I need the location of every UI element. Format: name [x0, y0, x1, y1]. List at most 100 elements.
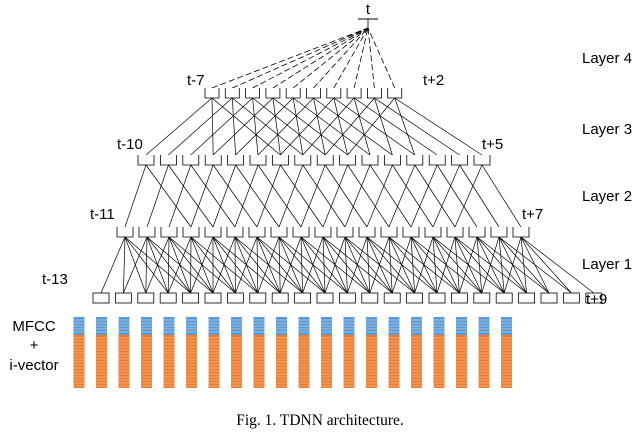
layer1-connection	[520, 236, 572, 294]
feature-vector	[276, 317, 287, 388]
layer2-node	[182, 155, 200, 166]
layer1-node	[512, 227, 530, 238]
layer1-node	[292, 227, 310, 238]
figure-caption: Fig. 1. TDNN architecture.	[236, 412, 404, 429]
layer2-connection	[168, 164, 192, 228]
layer1-node	[424, 227, 442, 238]
input-node	[92, 292, 110, 304]
feature-vector	[73, 317, 85, 388]
layer1-node	[182, 227, 200, 238]
layer1-connection	[388, 236, 393, 294]
layer2-connection	[256, 164, 281, 228]
layer1-node	[358, 227, 376, 238]
layer2-connection	[234, 164, 259, 228]
output-connection	[333, 27, 369, 89]
layer1-connection	[100, 236, 126, 294]
layer1-connection	[520, 236, 550, 294]
layer1-connection	[391, 236, 412, 294]
feature-vector	[433, 317, 445, 388]
layer1-connection	[498, 236, 505, 294]
layer2-connection	[190, 164, 236, 228]
layer3-right-label: t+2	[423, 72, 444, 89]
layer2-connection	[257, 164, 302, 228]
layer1-connection	[324, 236, 346, 294]
layer4-name: Layer 4	[582, 50, 632, 67]
layer1-connection	[302, 236, 324, 294]
layer3-connection	[313, 97, 326, 156]
feature-vector	[231, 317, 242, 388]
layer3-connection	[313, 97, 393, 156]
input-node	[383, 292, 401, 304]
layer2-connection	[414, 164, 456, 228]
layer2-node	[316, 155, 334, 166]
layer2-connection	[190, 164, 214, 228]
layer1-connection	[520, 236, 595, 294]
layer3-connection	[231, 97, 236, 156]
layer1-connection	[432, 236, 438, 294]
mfcc-block	[456, 335, 467, 388]
mfcc-block	[231, 335, 242, 388]
layer2-connection	[212, 164, 258, 228]
layer1-connection	[123, 236, 126, 294]
layer1-connection	[322, 236, 326, 294]
layer2-node	[137, 155, 155, 166]
layer3-connection	[252, 97, 326, 156]
layer2-connection	[145, 164, 192, 228]
nodes	[92, 88, 603, 304]
layer2-node	[339, 155, 356, 166]
input-node	[316, 292, 334, 304]
layer3-connection	[374, 97, 393, 156]
mfcc-block	[186, 335, 197, 388]
feature-vectors	[73, 317, 512, 388]
layer3-connection	[272, 97, 348, 156]
feature-vector	[298, 317, 310, 388]
layer3-node	[204, 88, 220, 99]
layer1-connection	[123, 236, 148, 294]
layer3-node	[285, 88, 301, 99]
layer3-connection	[302, 97, 355, 156]
layer2-connection	[300, 164, 326, 228]
feature-vector	[163, 317, 175, 388]
layer2-connection	[235, 164, 280, 228]
input-node	[294, 292, 312, 304]
feature-vector	[478, 317, 490, 388]
layer3-connection	[292, 97, 371, 156]
layer1-node	[160, 227, 178, 238]
layer1-connection	[212, 236, 236, 294]
layer1-node	[138, 227, 156, 238]
layer1-node	[490, 227, 508, 238]
layer3-connection	[394, 97, 416, 156]
layer3-connection	[232, 97, 304, 156]
feature-vector	[411, 317, 422, 388]
connections	[100, 19, 595, 294]
input-node	[204, 292, 222, 304]
layer1-node	[204, 227, 222, 238]
layer2-connection	[347, 164, 390, 228]
input-node	[495, 292, 513, 304]
layer1-connection	[167, 236, 192, 294]
output-connection	[353, 27, 369, 89]
input-node	[406, 292, 424, 304]
feature-vector	[96, 317, 107, 388]
output-connection	[313, 27, 369, 89]
layer3-connection	[252, 97, 259, 156]
layer2-left-label: t-10	[117, 136, 143, 153]
feature-vector	[118, 317, 130, 388]
layer1-node	[248, 227, 266, 238]
layer3-connection	[324, 97, 375, 156]
layer3-connection	[257, 97, 314, 156]
mfcc-block	[366, 335, 377, 388]
input-node	[428, 292, 446, 304]
mfcc-block	[501, 335, 512, 388]
mfcc-block	[276, 335, 287, 388]
layer2-connection	[459, 164, 500, 228]
output-connection	[272, 27, 369, 89]
layer3-connection	[292, 97, 304, 156]
layer2-connection	[322, 164, 348, 228]
layer3-connection	[211, 97, 214, 156]
output-connection	[232, 27, 369, 89]
layer2-connection	[146, 164, 169, 228]
layer2-node	[160, 155, 177, 166]
mfcc-block	[321, 335, 332, 388]
layer1-connection	[454, 236, 460, 294]
